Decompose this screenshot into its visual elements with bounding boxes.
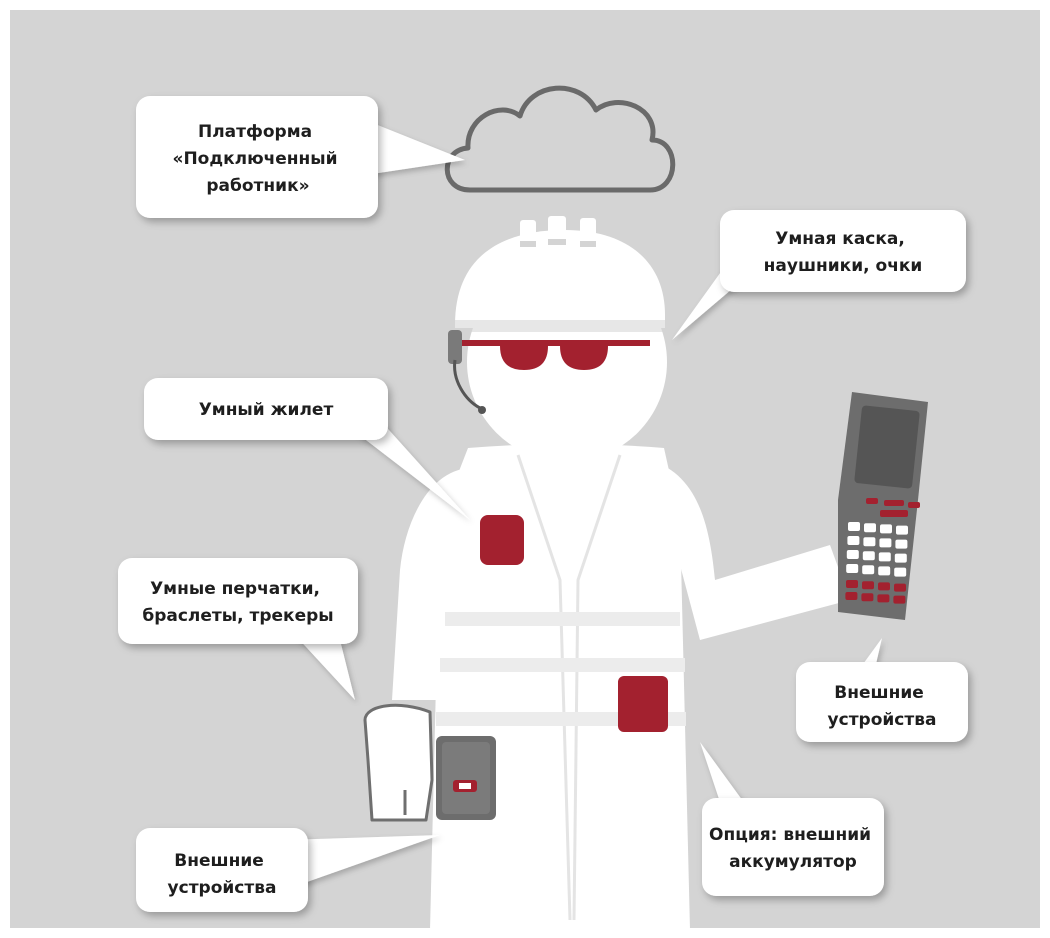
callout-external-left-line-1: Внешние bbox=[174, 851, 263, 871]
wearable-device-icon bbox=[436, 736, 496, 820]
svg-text:Платформа «Подключенный: Платформа «Подключенный работник» bbox=[172, 122, 343, 196]
svg-text:Внешние устройства: Внешние устройства bbox=[828, 683, 937, 730]
scanner-key bbox=[862, 565, 875, 575]
pointer-battery bbox=[700, 742, 748, 808]
scanner-key bbox=[880, 524, 892, 534]
callout-battery-line-2: аккумулятор bbox=[729, 852, 857, 872]
scanner-key bbox=[847, 536, 860, 545]
callout-platform-line-2: «Подключенный bbox=[172, 149, 337, 169]
scanner-key bbox=[877, 594, 890, 603]
scanner-key bbox=[884, 500, 904, 506]
scanner-key bbox=[894, 567, 907, 577]
worker-right-arm bbox=[650, 460, 850, 640]
callout-gloves-line-1: Умные перчатки, bbox=[150, 579, 320, 599]
pointer-gloves bbox=[295, 635, 355, 700]
scanner-key bbox=[908, 502, 920, 508]
scanner-key bbox=[862, 551, 875, 561]
scanner-key bbox=[894, 553, 907, 563]
scanner-key bbox=[863, 537, 876, 547]
cloud-icon bbox=[444, 85, 676, 193]
glove-icon bbox=[363, 703, 434, 822]
callout-external-left-line-2: устройства bbox=[168, 878, 277, 898]
scanner-key bbox=[878, 552, 891, 562]
pointer-platform bbox=[365, 120, 465, 175]
scanner-key bbox=[896, 525, 908, 535]
scanner-key bbox=[866, 498, 878, 504]
pointer-external-left bbox=[285, 835, 440, 888]
handheld-scanner-icon bbox=[838, 392, 928, 620]
svg-text:Внешние устройства: Внешние устройства bbox=[168, 851, 277, 898]
callout-external-right-line-1: Внешние bbox=[834, 683, 923, 703]
scanner-key bbox=[846, 550, 859, 559]
callout-helmet-line-2: наушники, очки bbox=[764, 256, 923, 276]
callout-gloves: Умные перчатки, браслеты, трекеры bbox=[118, 558, 358, 644]
svg-text:Умные перчатки, браслеты: Умные перчатки, браслеты, трекеры bbox=[142, 579, 333, 626]
svg-text:Опция: внешний аккумулят: Опция: внешний аккумулятор bbox=[709, 825, 877, 872]
callout-external-right-line-2: устройства bbox=[828, 710, 937, 730]
headset-icon bbox=[448, 330, 486, 414]
scanner-key bbox=[862, 581, 874, 590]
scanner-key bbox=[893, 595, 906, 604]
callout-platform-line-3: работник» bbox=[206, 176, 309, 196]
smart-glasses-icon bbox=[455, 340, 650, 370]
callout-gloves-line-2: браслеты, трекеры bbox=[142, 606, 333, 626]
hard-hat-icon bbox=[452, 216, 667, 332]
scanner-key bbox=[845, 592, 858, 600]
callout-vest: Умный жилет bbox=[144, 378, 388, 440]
battery-pack-icon bbox=[618, 676, 668, 732]
scanner-key bbox=[879, 538, 892, 548]
scanner-key bbox=[878, 582, 890, 591]
worker-left-arm bbox=[392, 468, 478, 700]
callout-external-left: Внешние устройства bbox=[136, 828, 308, 912]
scanner-key bbox=[846, 564, 859, 573]
scanner-key bbox=[895, 539, 908, 549]
callout-helmet: Умная каска, наушники, очки bbox=[720, 210, 966, 292]
scanner-key bbox=[861, 593, 874, 602]
pointer-vest bbox=[340, 420, 470, 520]
scanner-key bbox=[864, 523, 876, 533]
callout-helmet-line-1: Умная каска, bbox=[775, 229, 905, 249]
callout-vest-line-1: Умный жилет bbox=[199, 400, 334, 420]
scanner-key bbox=[846, 580, 858, 588]
callout-battery-line-1: Опция: внешний bbox=[709, 825, 871, 845]
svg-text:Умный жилет: Умный жилет bbox=[199, 400, 334, 420]
vest-icon bbox=[436, 454, 686, 921]
callout-external-right: Внешние устройства bbox=[796, 662, 968, 742]
scanner-key bbox=[878, 566, 891, 576]
callout-battery: Опция: внешний аккумулятор bbox=[702, 798, 884, 896]
scanner-key bbox=[848, 522, 860, 531]
callout-pointers bbox=[285, 120, 882, 888]
scanner-key bbox=[880, 510, 908, 517]
svg-text:Умная каска, наушники, о: Умная каска, наушники, очки bbox=[764, 229, 923, 276]
callout-platform-line-1: Платформа bbox=[198, 122, 312, 142]
scanner-key bbox=[894, 583, 906, 592]
callout-platform: Платформа «Подключенный работник» bbox=[136, 96, 378, 218]
vest-sensor bbox=[480, 515, 524, 565]
